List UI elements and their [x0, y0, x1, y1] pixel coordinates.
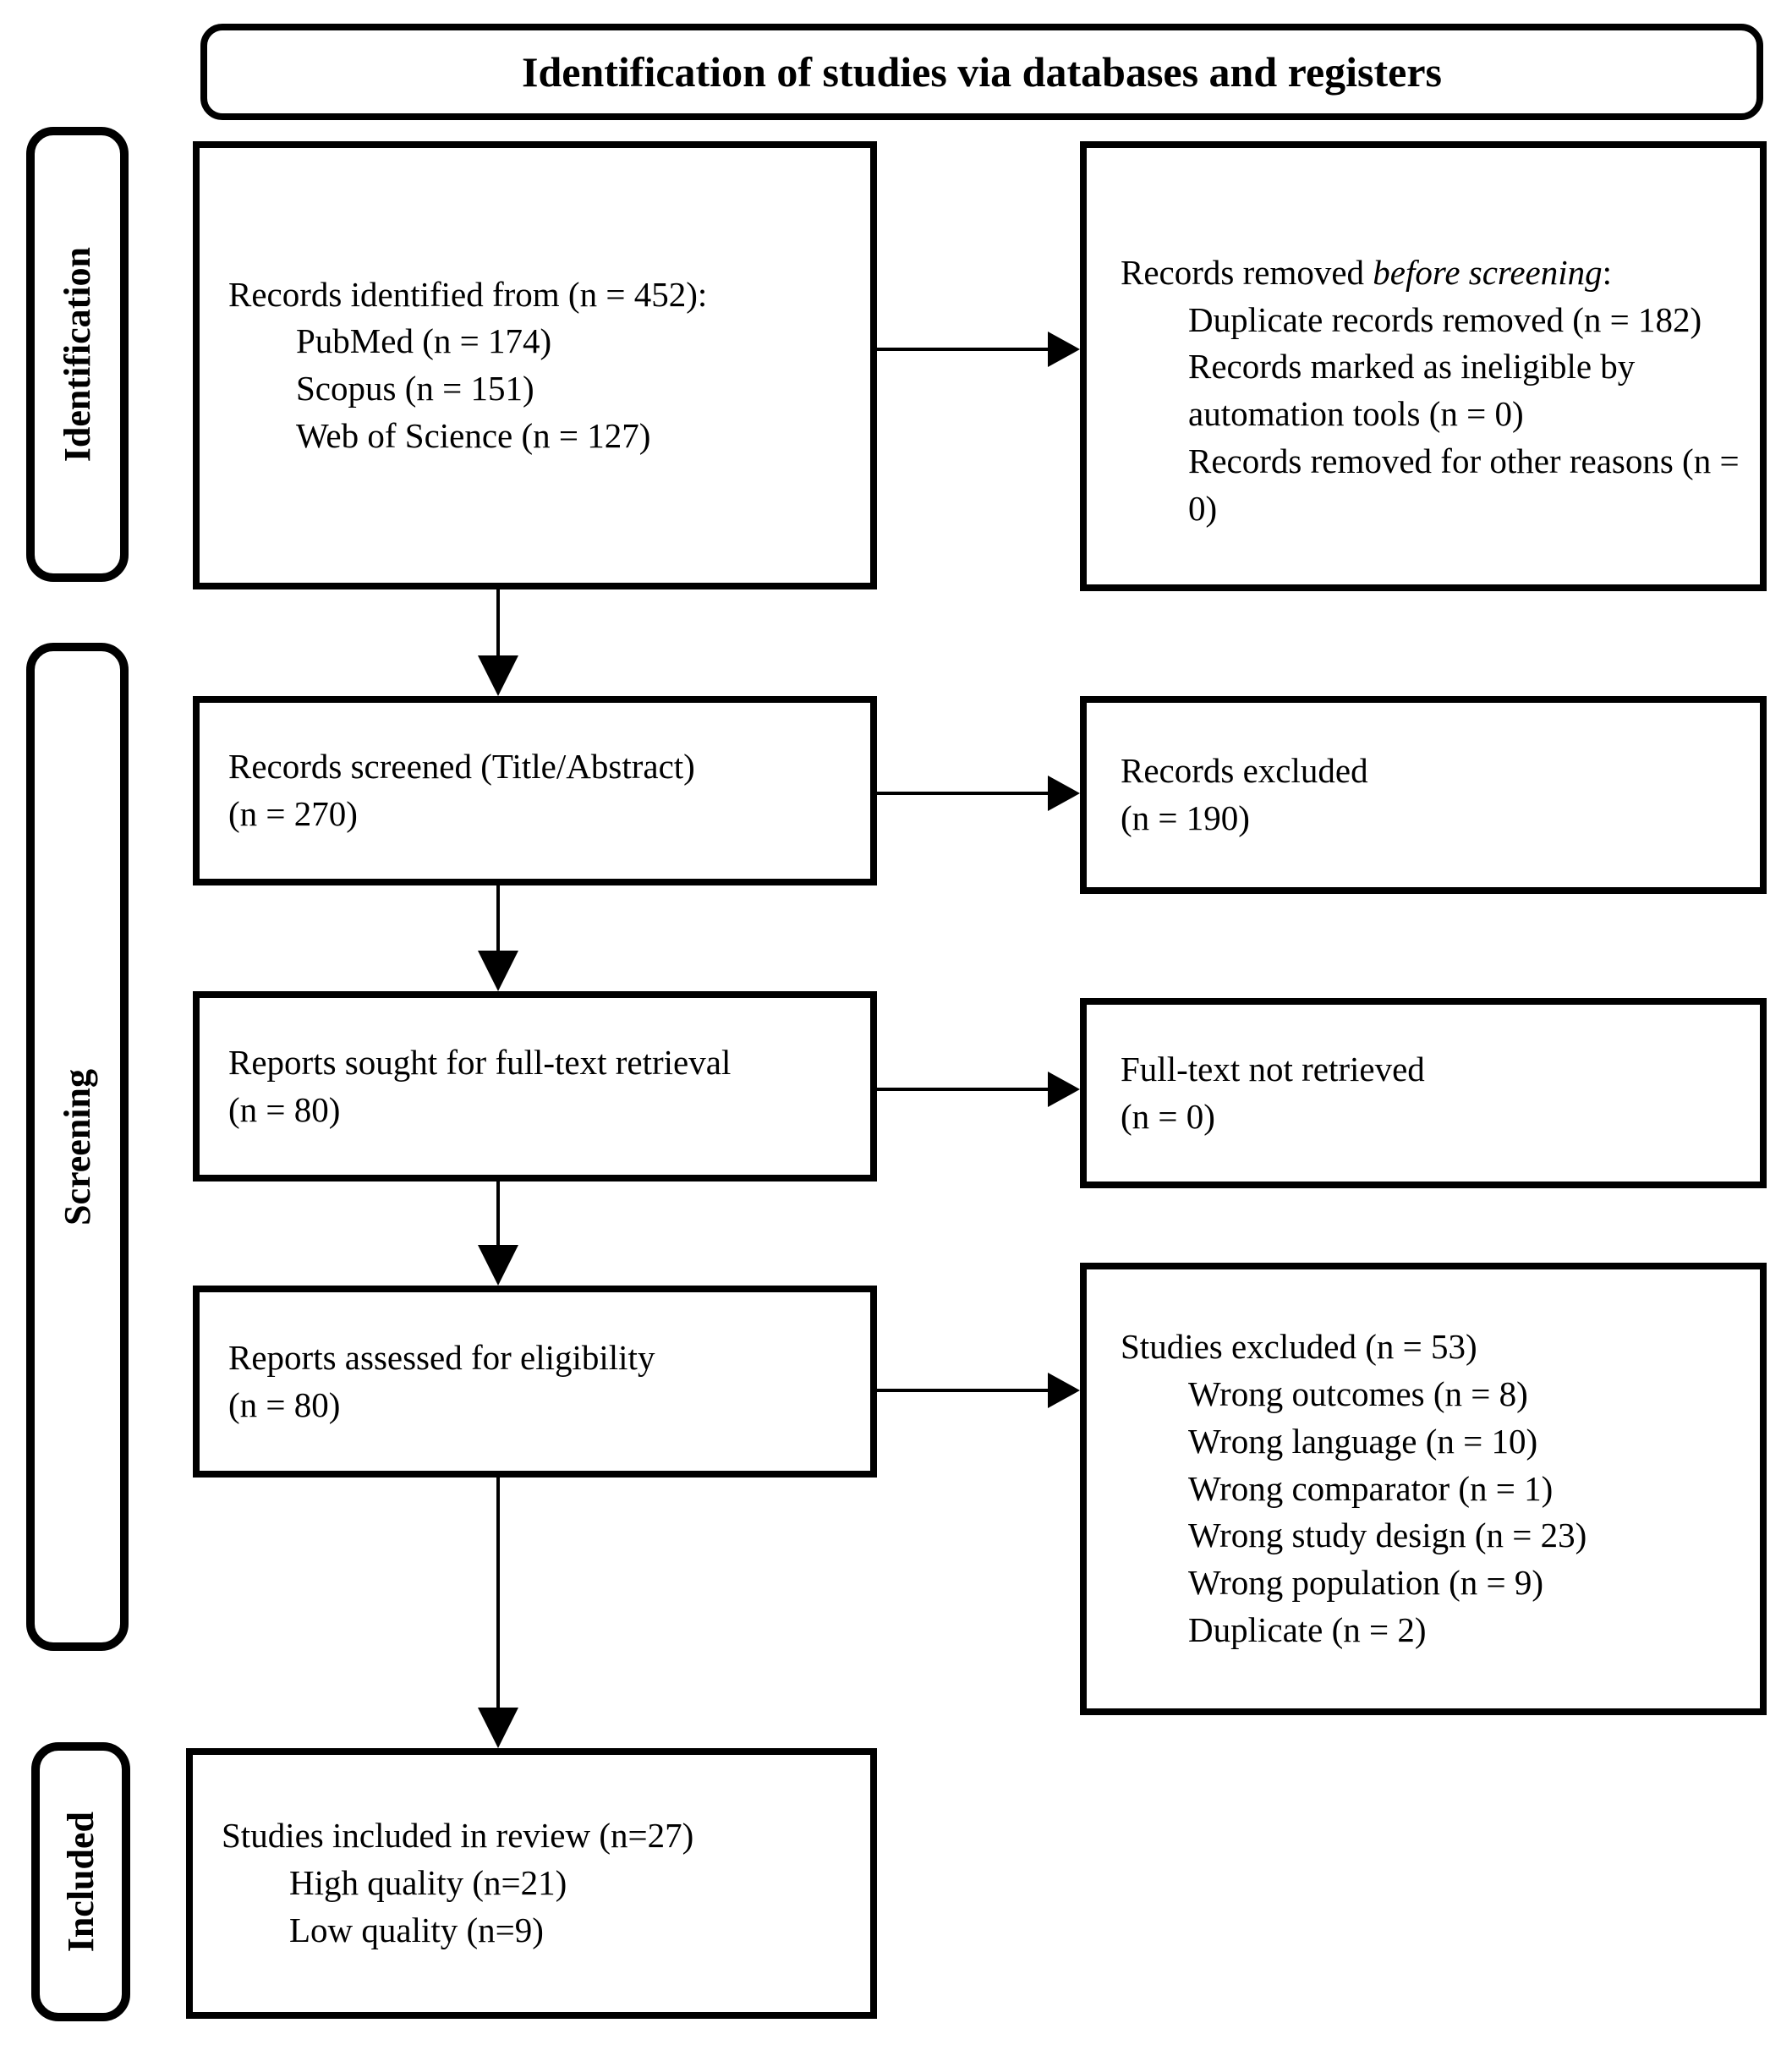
arrow-shaft: [875, 792, 1051, 795]
arrow-head-down-icon: [478, 655, 518, 696]
box-sub-line: (n = 80): [228, 1089, 341, 1129]
box-sub-line: Low quality (n=9): [289, 1910, 544, 1949]
box-main-line: Reports assessed for eligibility: [228, 1337, 655, 1377]
box-sub-line: (n = 0): [1121, 1096, 1215, 1136]
arrow-assessed-to-studies-excluded: [875, 1372, 1080, 1409]
arrow-head-down-icon: [478, 951, 518, 991]
stage-label-text: Included: [60, 1811, 101, 1953]
box-sub-line: PubMed (n = 174): [296, 321, 552, 361]
box-records-screened: Records screened (Title/Abstract) (n = 2…: [193, 696, 877, 885]
arrow-screened-to-excluded: [875, 775, 1080, 812]
box-records-excluded: Records excluded (n = 190): [1080, 696, 1767, 894]
arrow-screened-to-sought: [477, 885, 519, 991]
arrow-shaft: [496, 1478, 500, 1711]
arrow-shaft: [875, 348, 1051, 351]
box-main-italic-text: before screening: [1373, 252, 1603, 292]
arrow-shaft: [496, 589, 500, 659]
arrow-shaft: [875, 1088, 1051, 1091]
box-records-removed: Records removed before screening: Duplic…: [1080, 141, 1767, 591]
box-main-line: Records identified from (n = 452):: [228, 274, 708, 314]
box-sub-line: Duplicate records removed (n = 182): [1188, 299, 1702, 339]
box-reports-assessed: Reports assessed for eligibility (n = 80…: [193, 1286, 877, 1478]
arrow-head-right-icon: [1048, 1072, 1080, 1107]
arrow-head-right-icon: [1048, 1373, 1080, 1408]
arrow-shaft: [496, 1181, 500, 1248]
arrow-head-down-icon: [478, 1708, 518, 1748]
box-main-line: Full-text not retrieved: [1121, 1049, 1425, 1088]
box-main-line: Records excluded: [1121, 751, 1368, 791]
stage-label-included: Included: [31, 1742, 130, 2021]
box-main-line: Studies excluded (n = 53): [1121, 1327, 1477, 1367]
box-sub-line: Scopus (n = 151): [296, 369, 534, 408]
box-studies-excluded: Studies excluded (n = 53) Wrong outcomes…: [1080, 1263, 1767, 1715]
box-sub-line: Wrong outcomes (n = 8): [1188, 1374, 1528, 1414]
arrow-identified-to-removed: [875, 331, 1080, 368]
arrow-head-down-icon: [478, 1245, 518, 1286]
box-sub-line: Records removed for other reasons (n = 0…: [1188, 441, 1740, 528]
box-records-identified: Records identified from (n = 452): PubMe…: [193, 141, 877, 589]
box-main-text: Records removed: [1121, 252, 1373, 292]
box-main-line: Records screened (Title/Abstract): [228, 747, 695, 787]
box-sub-line: (n = 80): [228, 1384, 341, 1424]
diagram-title: Identification of studies via databases …: [521, 48, 1442, 96]
box-sub-line: Web of Science (n = 127): [296, 415, 651, 455]
box-sub-line: (n = 190): [1121, 798, 1250, 837]
arrow-head-right-icon: [1048, 332, 1080, 367]
stage-label-identification: Identification: [26, 127, 129, 582]
stage-label-text: Screening: [57, 1068, 98, 1225]
box-studies-included: Studies included in review (n=27) High q…: [186, 1748, 877, 2019]
arrow-identified-to-screened: [477, 589, 519, 696]
arrow-sought-to-assessed: [477, 1181, 519, 1286]
arrow-shaft: [496, 885, 500, 954]
arrow-shaft: [875, 1389, 1051, 1392]
box-sub-line: High quality (n=21): [289, 1863, 567, 1903]
arrow-assessed-to-included: [477, 1478, 519, 1748]
box-sub-line: Wrong study design (n = 23): [1188, 1516, 1587, 1555]
box-main-line: Records removed before screening:: [1121, 249, 1741, 297]
box-fulltext-not-retrieved: Full-text not retrieved (n = 0): [1080, 998, 1767, 1188]
box-main-line: Reports sought for full-text retrieval: [228, 1042, 732, 1082]
arrow-head-right-icon: [1048, 776, 1080, 811]
box-sub-line: Records marked as ineligible by automati…: [1188, 347, 1636, 433]
box-sub-line: Duplicate (n = 2): [1188, 1609, 1427, 1649]
box-sub-line: Wrong comparator (n = 1): [1188, 1468, 1554, 1508]
diagram-title-box: Identification of studies via databases …: [200, 24, 1763, 120]
stage-label-screening: Screening: [26, 643, 129, 1651]
arrow-sought-to-not-retrieved: [875, 1071, 1080, 1108]
box-main-text: :: [1602, 252, 1613, 292]
stage-label-text: Identification: [57, 246, 98, 463]
box-reports-sought: Reports sought for full-text retrieval (…: [193, 991, 877, 1181]
box-sub-line: Wrong population (n = 9): [1188, 1563, 1544, 1603]
box-main-line: Studies included in review (n=27): [222, 1816, 694, 1856]
box-sub-line: Wrong language (n = 10): [1188, 1421, 1538, 1461]
box-sub-line: (n = 270): [228, 794, 358, 833]
